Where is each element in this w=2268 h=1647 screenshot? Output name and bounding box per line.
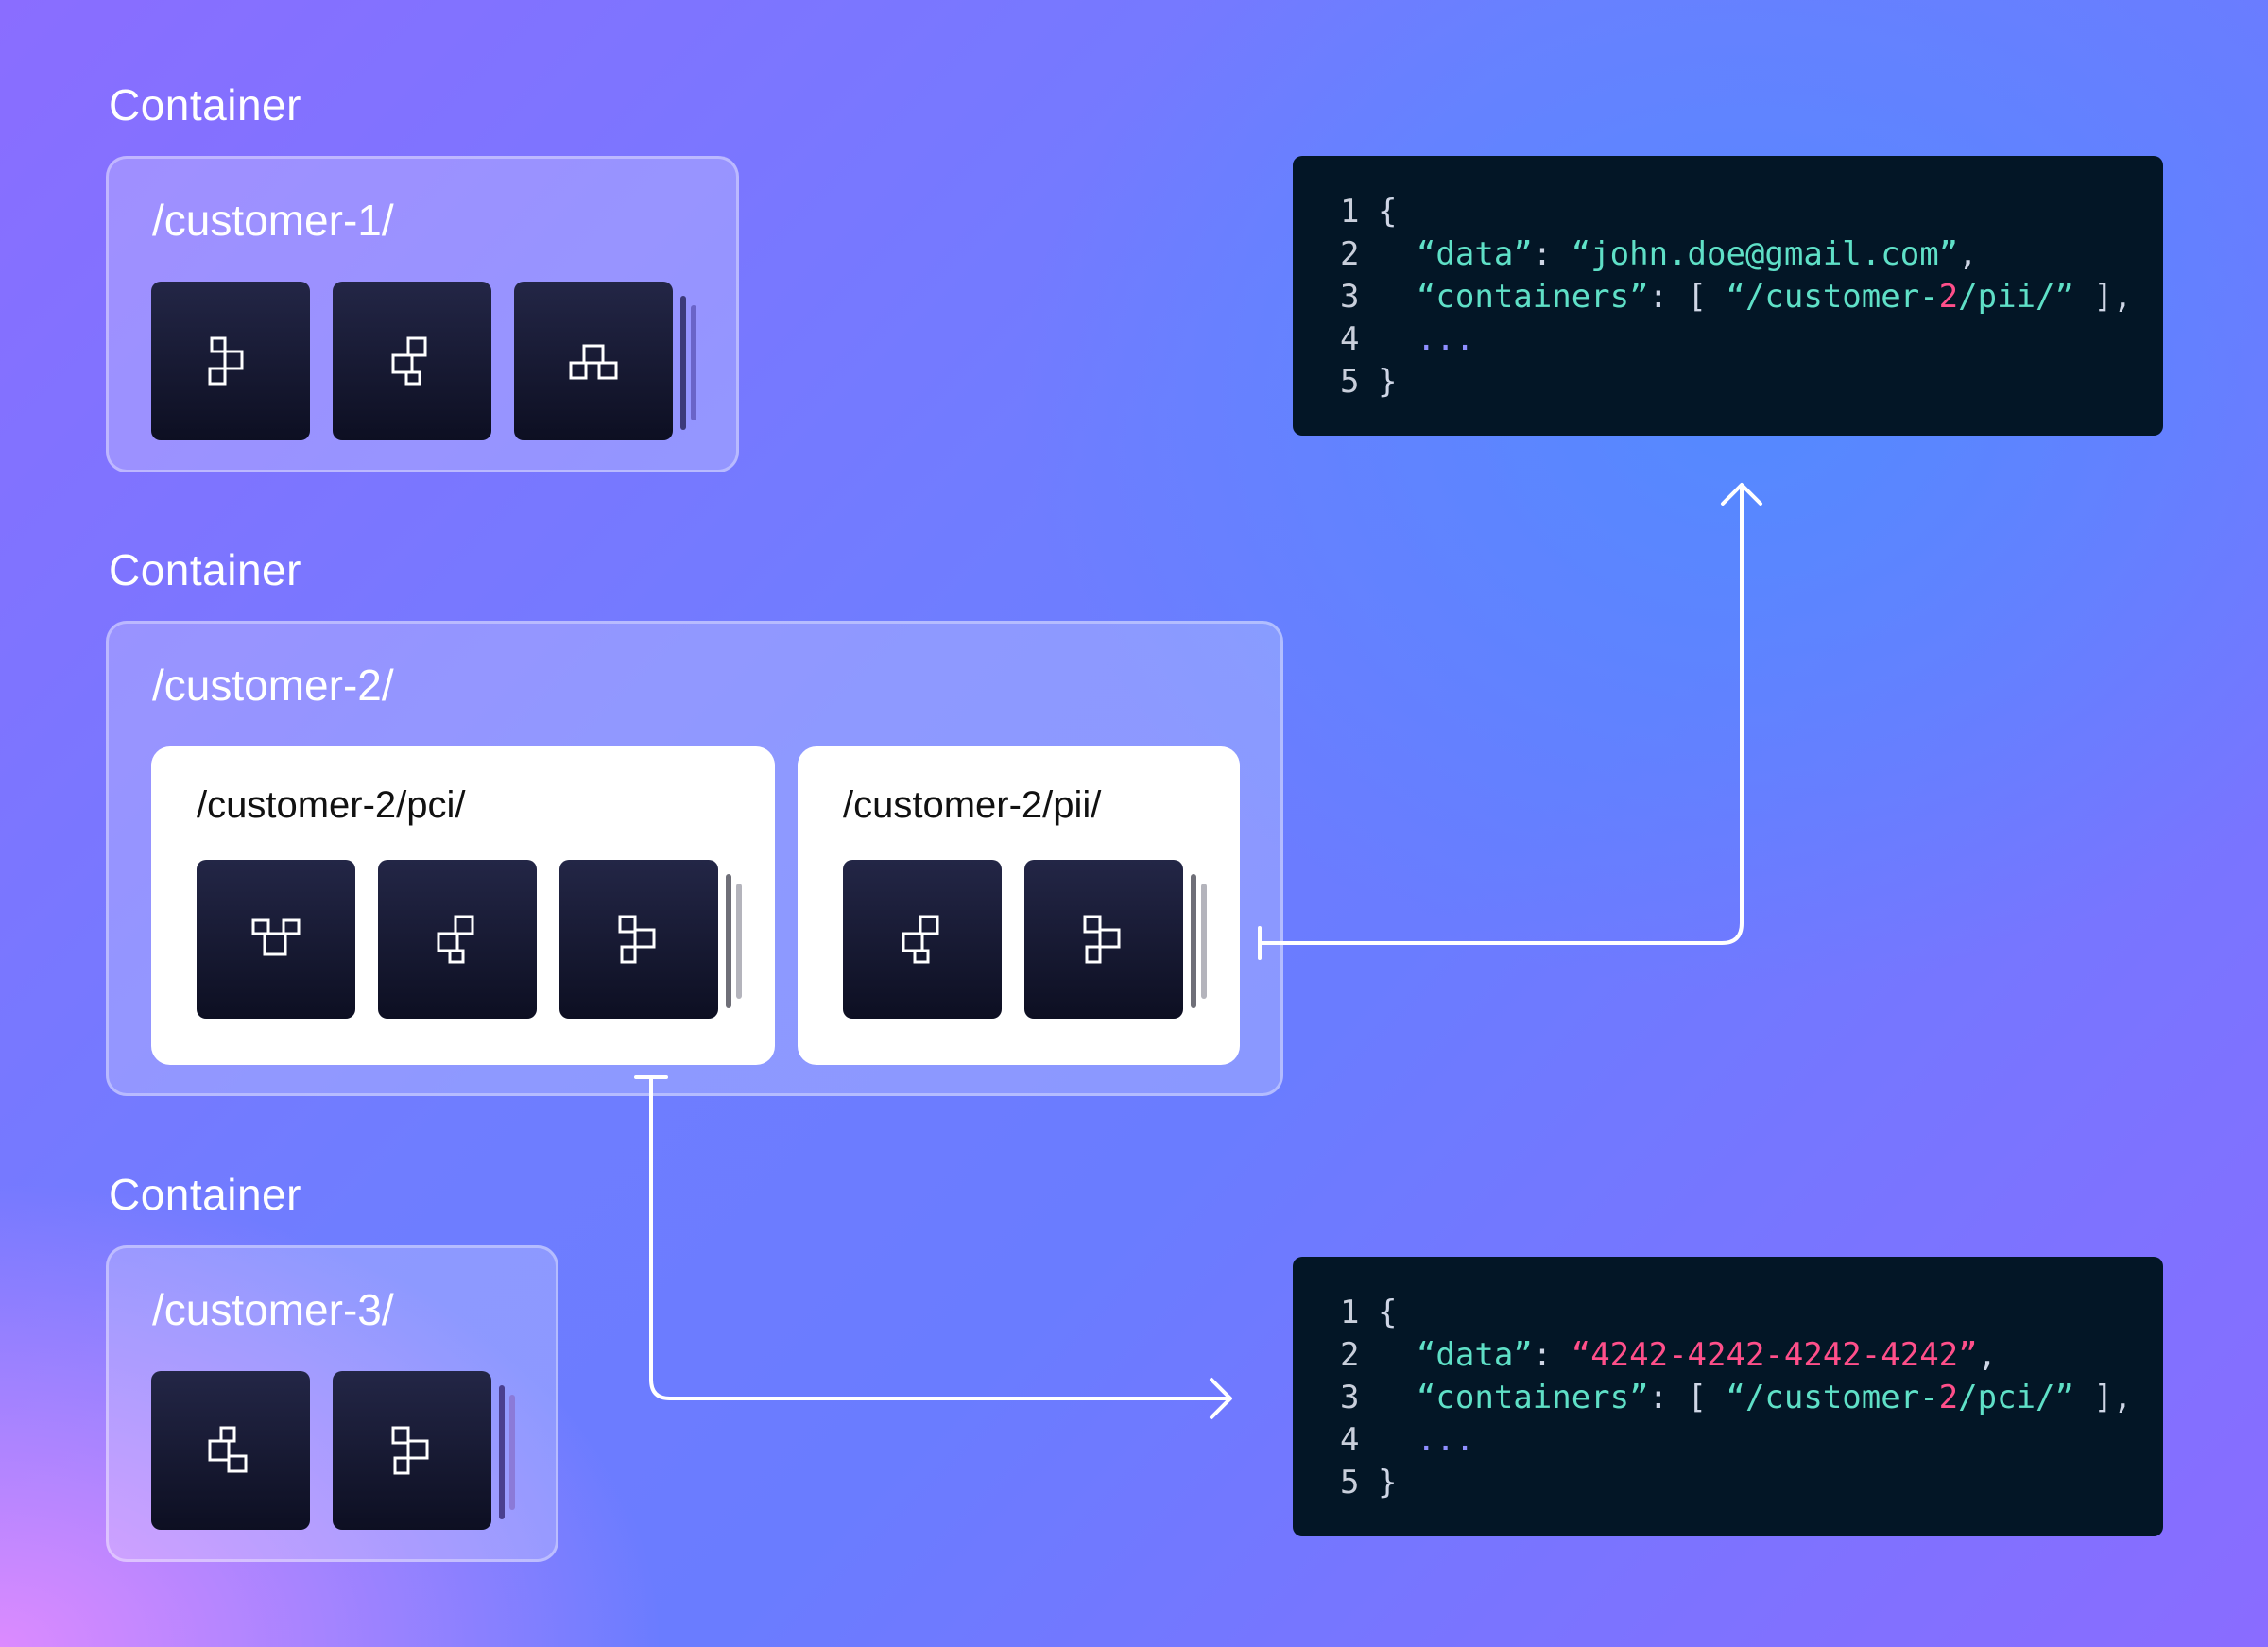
sub-container-path: /customer-2/pci/: [197, 784, 466, 826]
tile[interactable]: [197, 860, 355, 1019]
container-customer-3[interactable]: /customer-3/: [106, 1245, 558, 1562]
tile-icon-a: [208, 336, 244, 386]
code-key: “data”: [1416, 1336, 1533, 1374]
arrow-pii-to-record: [1258, 485, 1744, 945]
code-line-1: 1{: [1340, 191, 1397, 232]
tile-icon-c: [569, 344, 618, 380]
code-value: “/customer-: [1726, 278, 1939, 316]
line-number: 3: [1340, 1379, 1360, 1416]
container-path: /customer-3/: [152, 1285, 394, 1334]
tile-icon-e: [437, 915, 474, 964]
stack-indicator: [499, 1385, 505, 1519]
line-number: 5: [1340, 363, 1360, 401]
arrow-right-head: [1210, 1378, 1232, 1419]
code-value: /pii/”: [1958, 278, 2074, 316]
code-key: “containers”: [1416, 278, 1649, 316]
container-label-1: Container: [109, 80, 301, 129]
tile-icon-f: [618, 915, 656, 964]
code-block-pii-record: 1{ 2 “data”: “john.doe@gmail.com”, 3 “co…: [1293, 156, 2163, 436]
code-line-5: 5}: [1340, 361, 1397, 403]
line-number: 2: [1340, 1336, 1360, 1374]
tile[interactable]: [333, 282, 491, 440]
stack-indicator: [691, 305, 696, 420]
container-label-3: Container: [109, 1170, 301, 1219]
code-line-2: 2 “data”: “john.doe@gmail.com”,: [1340, 235, 1978, 273]
sub-container-path: /customer-2/pii/: [843, 784, 1102, 826]
code-key: “containers”: [1416, 1379, 1649, 1416]
line-number: 1: [1340, 193, 1360, 231]
code-close-brace: }: [1378, 1464, 1398, 1501]
code-open-brace: {: [1378, 193, 1398, 231]
code-line-1: 1{: [1340, 1292, 1397, 1333]
container-path: /customer-1/: [152, 196, 394, 245]
code-line-4: 4 ...: [1340, 1419, 1474, 1461]
sub-container-pci[interactable]: /customer-2/pci/: [151, 746, 775, 1065]
tile-icon-d: [251, 918, 301, 956]
stack-indicator: [1201, 884, 1207, 999]
line-number: 1: [1340, 1294, 1360, 1331]
tile[interactable]: [1024, 860, 1183, 1019]
code-ellipsis: ...: [1416, 320, 1475, 358]
code-ellipsis: ...: [1416, 1421, 1475, 1459]
line-number: 2: [1340, 235, 1360, 273]
code-line-5: 5}: [1340, 1462, 1397, 1503]
container-path: /customer-2/: [152, 661, 394, 710]
line-number: 4: [1340, 320, 1360, 358]
container-label-2: Container: [109, 545, 301, 594]
code-key: “data”: [1416, 235, 1533, 273]
stack-indicator: [1191, 874, 1196, 1008]
tile[interactable]: [151, 1371, 310, 1530]
code-open-brace: {: [1378, 1294, 1398, 1331]
tile-icon-i: [208, 1426, 248, 1473]
line-number: 3: [1340, 278, 1360, 316]
code-value-highlight: “4242-4242-4242-4242”: [1571, 1336, 1978, 1374]
code-line-2: 2 “data”: “4242-4242-4242-4242”,: [1340, 1336, 1998, 1374]
stack-indicator: [736, 884, 742, 999]
arrow-up-head: [1721, 483, 1762, 506]
code-value: /pci/”: [1958, 1379, 2074, 1416]
code-line-3: 3 “containers”: [ “/customer-2/pii/” ],: [1340, 278, 2133, 316]
tile[interactable]: [333, 1371, 491, 1530]
tile[interactable]: [378, 860, 537, 1019]
code-block-pci-record: 1{ 2 “data”: “4242-4242-4242-4242”, 3 “c…: [1293, 1257, 2163, 1536]
stack-indicator: [509, 1395, 515, 1510]
code-line-4: 4 ...: [1340, 318, 1474, 360]
container-customer-2[interactable]: /customer-2/ /customer-2/pci/ /customer-…: [106, 621, 1283, 1096]
tile-icon-j: [391, 1426, 429, 1475]
code-close-brace: }: [1378, 363, 1398, 401]
arrow-pci-to-record: [649, 1075, 1230, 1400]
tile[interactable]: [843, 860, 1002, 1019]
tile-icon-h: [1083, 915, 1121, 964]
sub-container-pii[interactable]: /customer-2/pii/: [798, 746, 1240, 1065]
tile-icon-b: [391, 336, 427, 386]
tile-icon-g: [902, 915, 939, 964]
stack-indicator: [680, 296, 686, 430]
code-highlight: 2: [1938, 278, 1959, 316]
stack-indicator: [726, 874, 731, 1008]
line-number: 5: [1340, 1464, 1360, 1501]
tile[interactable]: [151, 282, 310, 440]
line-number: 4: [1340, 1421, 1360, 1459]
code-highlight: 2: [1938, 1379, 1959, 1416]
code-value: “john.doe@gmail.com”: [1571, 235, 1959, 273]
code-line-3: 3 “containers”: [ “/customer-2/pci/” ],: [1340, 1379, 2133, 1416]
tile[interactable]: [559, 860, 718, 1019]
tile[interactable]: [514, 282, 673, 440]
code-value: “/customer-: [1726, 1379, 1939, 1416]
container-customer-1[interactable]: /customer-1/: [106, 156, 739, 472]
